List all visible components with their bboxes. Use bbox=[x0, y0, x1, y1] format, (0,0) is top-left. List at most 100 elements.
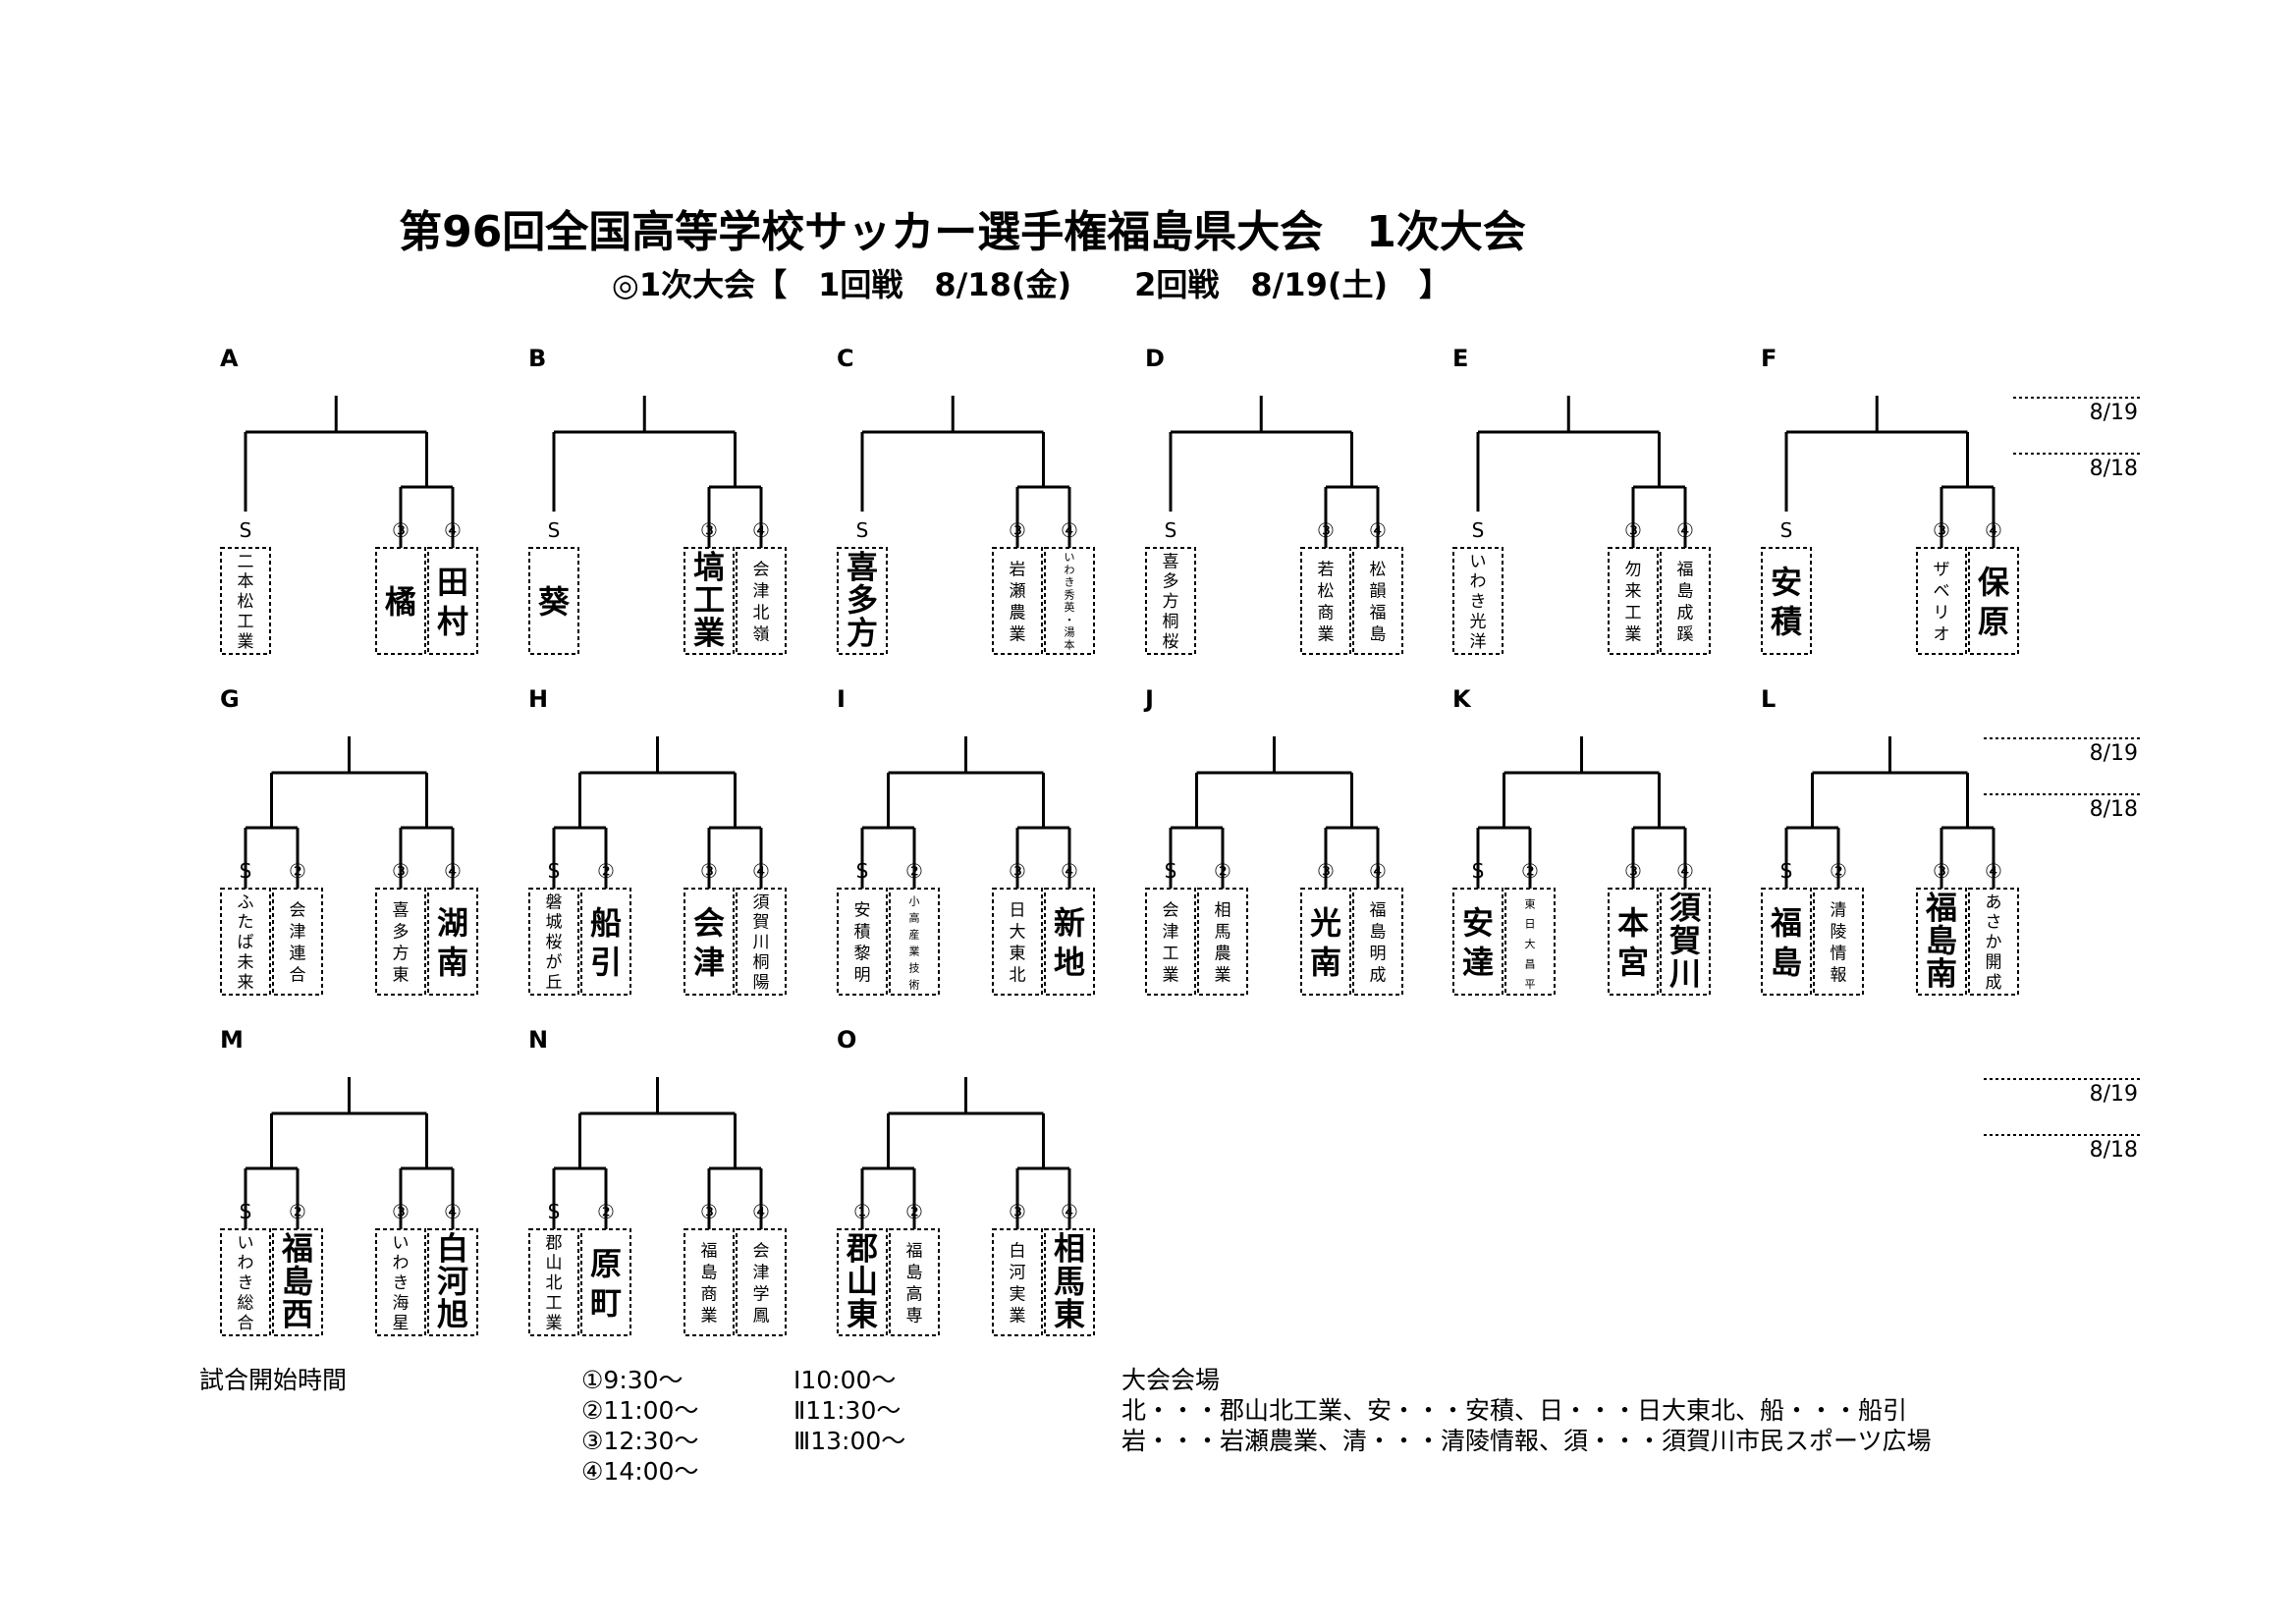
seed-mark: ③ bbox=[1624, 518, 1642, 542]
team-name: 磐城桜が丘 bbox=[546, 893, 563, 993]
team-name: いわき光洋 bbox=[1470, 552, 1487, 652]
team-box bbox=[1608, 547, 1659, 655]
seed-mark: S bbox=[240, 518, 252, 542]
group-label-D: D bbox=[1145, 345, 1165, 372]
seed-mark: ④ bbox=[444, 518, 462, 542]
date-label-8-19: 8/19 bbox=[2090, 401, 2138, 425]
page-title: 第96回全国高等学校サッカー選手権福島県大会 1次大会 bbox=[399, 207, 1526, 257]
team-box bbox=[736, 1228, 787, 1336]
team-box bbox=[427, 1228, 478, 1336]
team-name: ザベリオ bbox=[1934, 561, 1950, 645]
seed-mark: S bbox=[548, 518, 561, 542]
team-name: あさか開成 bbox=[1986, 893, 2002, 993]
team-box bbox=[1044, 888, 1095, 996]
seed-mark: ④ bbox=[1369, 518, 1387, 542]
group-label-I: I bbox=[837, 685, 846, 713]
team-box bbox=[1968, 547, 2019, 655]
seed-mark: ④ bbox=[1985, 518, 2002, 542]
team-name: 若松商業 bbox=[1318, 561, 1335, 645]
team-box bbox=[220, 547, 271, 655]
team-name: 会津 bbox=[693, 904, 725, 981]
team-name: 保原 bbox=[1978, 564, 2010, 640]
seed-mark: S bbox=[240, 859, 252, 883]
seed-mark: ④ bbox=[752, 1200, 770, 1223]
venue-line-2: 岩・・・岩瀬農業、清・・・清陵情報、須・・・須賀川市民スポーツ広場 bbox=[1121, 1427, 1932, 1455]
team-box bbox=[1968, 888, 2019, 996]
team-name: 福島成蹊 bbox=[1677, 561, 1694, 645]
group-label-E: E bbox=[1452, 345, 1468, 372]
team-box bbox=[1044, 1228, 1095, 1336]
team-name: 東日大昌平 bbox=[1525, 897, 1536, 991]
team-box bbox=[683, 547, 735, 655]
venue-line-1: 北・・・郡山北工業、安・・・安積、日・・・日大東北、船・・・船引 bbox=[1121, 1396, 1908, 1425]
team-name: 岩瀬農業 bbox=[1010, 561, 1026, 645]
date-label-8-19: 8/19 bbox=[2090, 1082, 2138, 1107]
team-name: 須賀川 bbox=[1669, 890, 1702, 993]
team-box bbox=[375, 888, 426, 996]
seed-mark: ② bbox=[289, 1200, 306, 1223]
team-name: 勿来工業 bbox=[1625, 561, 1642, 645]
seed-mark: S bbox=[856, 859, 869, 883]
time-roman-2: Ⅱ11:30～ bbox=[793, 1396, 902, 1425]
seed-mark: ③ bbox=[1317, 518, 1335, 542]
page-subtitle: ◎1次大会【 1回戦 8/18(金) 2回戦 8/19(土) 】 bbox=[611, 266, 1451, 303]
team-name: 郡山東 bbox=[846, 1230, 878, 1333]
team-box bbox=[1145, 888, 1196, 996]
team-name: 白河旭 bbox=[437, 1230, 468, 1333]
team-name: 会津連合 bbox=[290, 901, 306, 986]
seed-mark: S bbox=[1780, 518, 1793, 542]
date-label-8-18: 8/18 bbox=[2090, 797, 2138, 822]
group-label-B: B bbox=[528, 345, 546, 372]
team-box bbox=[837, 1228, 888, 1336]
team-box bbox=[220, 1228, 271, 1336]
team-name: いわき総合 bbox=[238, 1233, 254, 1333]
team-box bbox=[1300, 547, 1351, 655]
team-name: 松韻福島 bbox=[1370, 561, 1387, 645]
team-name: 小高産業技術 bbox=[909, 895, 920, 992]
team-name: 会津工業 bbox=[1163, 901, 1179, 986]
team-box bbox=[992, 888, 1043, 996]
team-name: 喜多方 bbox=[847, 549, 878, 652]
seed-mark: S bbox=[1472, 859, 1485, 883]
seed-mark: ② bbox=[597, 1200, 615, 1223]
team-box bbox=[528, 1228, 579, 1336]
date-label-8-18: 8/18 bbox=[2090, 457, 2138, 481]
seed-mark: S bbox=[548, 1200, 561, 1223]
date-label-8-19: 8/19 bbox=[2090, 741, 2138, 766]
team-name: 福島南 bbox=[1925, 890, 1957, 993]
seed-mark: ④ bbox=[444, 1200, 462, 1223]
seed-mark: ① bbox=[853, 1200, 871, 1223]
team-box bbox=[528, 888, 579, 996]
team-box bbox=[1452, 547, 1503, 655]
time-roman-1: Ⅰ10:00～ bbox=[793, 1366, 897, 1394]
team-box bbox=[1660, 547, 1711, 655]
group-label-J: J bbox=[1143, 685, 1154, 713]
group-label-G: G bbox=[220, 685, 240, 713]
team-box bbox=[272, 888, 323, 996]
team-box bbox=[683, 888, 735, 996]
seed-mark: ③ bbox=[1009, 859, 1026, 883]
team-box bbox=[1761, 547, 1812, 655]
team-name: 安積黎明 bbox=[854, 901, 871, 986]
team-box bbox=[1916, 547, 1967, 655]
time-2: ②11:00～ bbox=[581, 1396, 699, 1425]
team-box bbox=[427, 547, 478, 655]
seed-mark: ③ bbox=[392, 859, 410, 883]
team-name: 葵 bbox=[538, 583, 571, 621]
team-name: 須賀川桐陽 bbox=[753, 893, 770, 993]
team-name: 田村 bbox=[437, 564, 468, 640]
date-label-8-18: 8/18 bbox=[2090, 1138, 2138, 1163]
group-label-A: A bbox=[220, 345, 239, 372]
team-box bbox=[1660, 888, 1711, 996]
seed-mark: ④ bbox=[752, 859, 770, 883]
team-box bbox=[736, 547, 787, 655]
team-name: ふたば未来 bbox=[238, 893, 254, 993]
seed-mark: ④ bbox=[444, 859, 462, 883]
seed-mark: ③ bbox=[1317, 859, 1335, 883]
seed-mark: ② bbox=[289, 859, 306, 883]
seed-mark: ② bbox=[905, 1200, 923, 1223]
time-3: ③12:30～ bbox=[581, 1427, 699, 1455]
seed-mark: ④ bbox=[1061, 518, 1078, 542]
team-box bbox=[272, 1228, 323, 1336]
